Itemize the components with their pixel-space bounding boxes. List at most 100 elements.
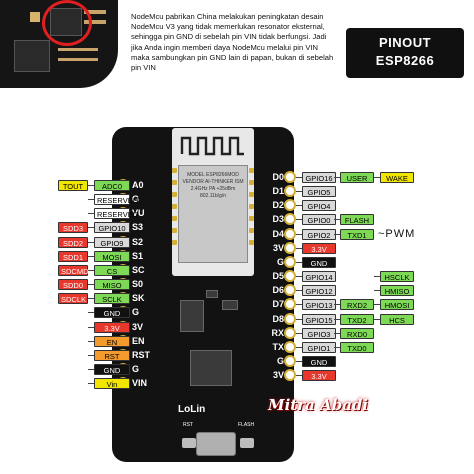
connector-line xyxy=(334,332,342,334)
pin-header-hole xyxy=(284,298,296,311)
module-pad xyxy=(172,204,177,209)
pin-header-hole xyxy=(284,326,296,339)
pwm-legend: ~PWM xyxy=(378,228,416,240)
module-pad xyxy=(249,216,254,221)
connector-line xyxy=(334,219,342,221)
module-pad xyxy=(172,240,177,245)
pin-tag: GPIO16 xyxy=(302,172,336,183)
connector-line xyxy=(296,261,304,263)
pin-tag: GPIO12 xyxy=(302,285,336,297)
pin-header-hole xyxy=(284,369,296,382)
pin-tag: TXD0 xyxy=(340,341,374,353)
pin-tag: Vin xyxy=(94,378,130,390)
pin-tag: RXD0 xyxy=(340,327,374,339)
watermark: Mitra Abadi xyxy=(268,396,369,414)
flash-button[interactable] xyxy=(240,438,254,448)
pin-label-right: D4 xyxy=(272,228,284,239)
connector-line xyxy=(374,177,382,178)
pin-label-left: RST xyxy=(132,349,150,360)
pin-header-hole xyxy=(284,270,296,283)
antenna-trace xyxy=(176,132,250,160)
pin-label-left: VIN xyxy=(132,378,148,389)
connector-line xyxy=(296,332,304,334)
module-pad xyxy=(249,240,254,245)
pin-label-right: D2 xyxy=(272,200,284,211)
pin-header-hole xyxy=(284,340,296,353)
regulator-chip xyxy=(180,300,204,332)
title-line-1: PINOUT xyxy=(378,35,432,50)
pin-tag: SDD0 xyxy=(58,279,88,291)
pin-tag: TOUT xyxy=(58,180,88,191)
pin-label-right: RX xyxy=(271,327,284,338)
pin-tag: GND xyxy=(94,363,130,375)
pin-tag: EN xyxy=(94,335,130,347)
pin-tag: GPIO5 xyxy=(302,186,336,198)
module-pad xyxy=(172,168,177,173)
pinout-title: PINOUT ESP8266 xyxy=(346,28,464,78)
pin-label-right: D7 xyxy=(272,299,284,310)
pin-tag: MISO xyxy=(94,279,130,291)
pin-tag: RXD2 xyxy=(340,299,374,311)
pin-label-right: D1 xyxy=(272,186,284,197)
board-closeup-photo xyxy=(0,0,118,88)
pin-label-right: D5 xyxy=(272,271,284,282)
rst-button[interactable] xyxy=(182,438,196,448)
module-pad xyxy=(249,204,254,209)
resonator-note: NodeMcu pabrikan China melakukan peningk… xyxy=(131,12,334,73)
pin-label-left: SC xyxy=(132,264,145,275)
pin-header-hole xyxy=(284,185,296,198)
pin-header-hole xyxy=(284,213,296,226)
pin-tag: WAKE xyxy=(380,172,414,183)
connector-line xyxy=(296,360,304,362)
pin-tag: MOSI xyxy=(94,250,130,262)
trace xyxy=(58,58,98,61)
pin-label-right: G xyxy=(276,355,284,366)
micro-usb-port xyxy=(196,432,236,456)
board-brand: LoLin xyxy=(178,404,206,415)
connector-line xyxy=(296,233,304,235)
connector-line xyxy=(334,233,342,235)
pin-label-right: D0 xyxy=(272,172,284,182)
module-pad xyxy=(249,192,254,197)
pin-tag: SCLK xyxy=(94,293,130,305)
pin-label-left: G xyxy=(132,307,140,318)
pin-tag: GPIO4 xyxy=(302,200,336,212)
pin-label-left: S2 xyxy=(132,236,144,247)
pin-label-right: D8 xyxy=(272,313,284,324)
pin-tag: GPIO3 xyxy=(302,327,336,339)
connector-line xyxy=(334,346,342,348)
module-pad xyxy=(249,180,254,185)
pin-label-left: G xyxy=(132,363,140,374)
connector-line xyxy=(296,247,304,249)
connector-line xyxy=(296,290,304,292)
pin-header-hole xyxy=(284,255,296,268)
pin-tag: TXD2 xyxy=(340,313,374,325)
pin-tag: GPIO1 xyxy=(302,341,336,353)
flash-button-label: FLASH xyxy=(238,422,255,428)
trace xyxy=(58,48,98,51)
pin-header-hole xyxy=(284,227,296,240)
connector-line xyxy=(296,304,304,306)
pin-tag: HMISO xyxy=(380,285,414,297)
connector-line xyxy=(296,346,304,348)
module-pad xyxy=(249,168,254,173)
pad xyxy=(84,20,106,24)
pin-header-hole xyxy=(284,354,296,367)
connector-line xyxy=(296,276,304,278)
pin-tag: GND xyxy=(302,256,336,268)
pin-label-left: S3 xyxy=(132,222,144,233)
pin-header-hole xyxy=(284,284,296,297)
pin-label-right: D6 xyxy=(272,285,284,296)
pin-tag: GPIO15 xyxy=(302,313,336,325)
pin-tag: GPIO9 xyxy=(94,236,130,248)
connector-line xyxy=(296,191,304,193)
module-shield: MODEL ESP8266MOD VENDOR AI-THINKER ISM 2… xyxy=(178,165,248,263)
pin-label-left: G xyxy=(132,194,140,205)
pin-tag: GND xyxy=(302,355,336,367)
pin-tag: HCS xyxy=(380,313,414,325)
smd-component xyxy=(206,290,218,298)
pin-tag: SDD2 xyxy=(58,236,88,248)
connector-line xyxy=(374,290,382,292)
pin-tag: 3.3V xyxy=(302,370,336,382)
pin-tag: 3.3V xyxy=(94,321,130,333)
